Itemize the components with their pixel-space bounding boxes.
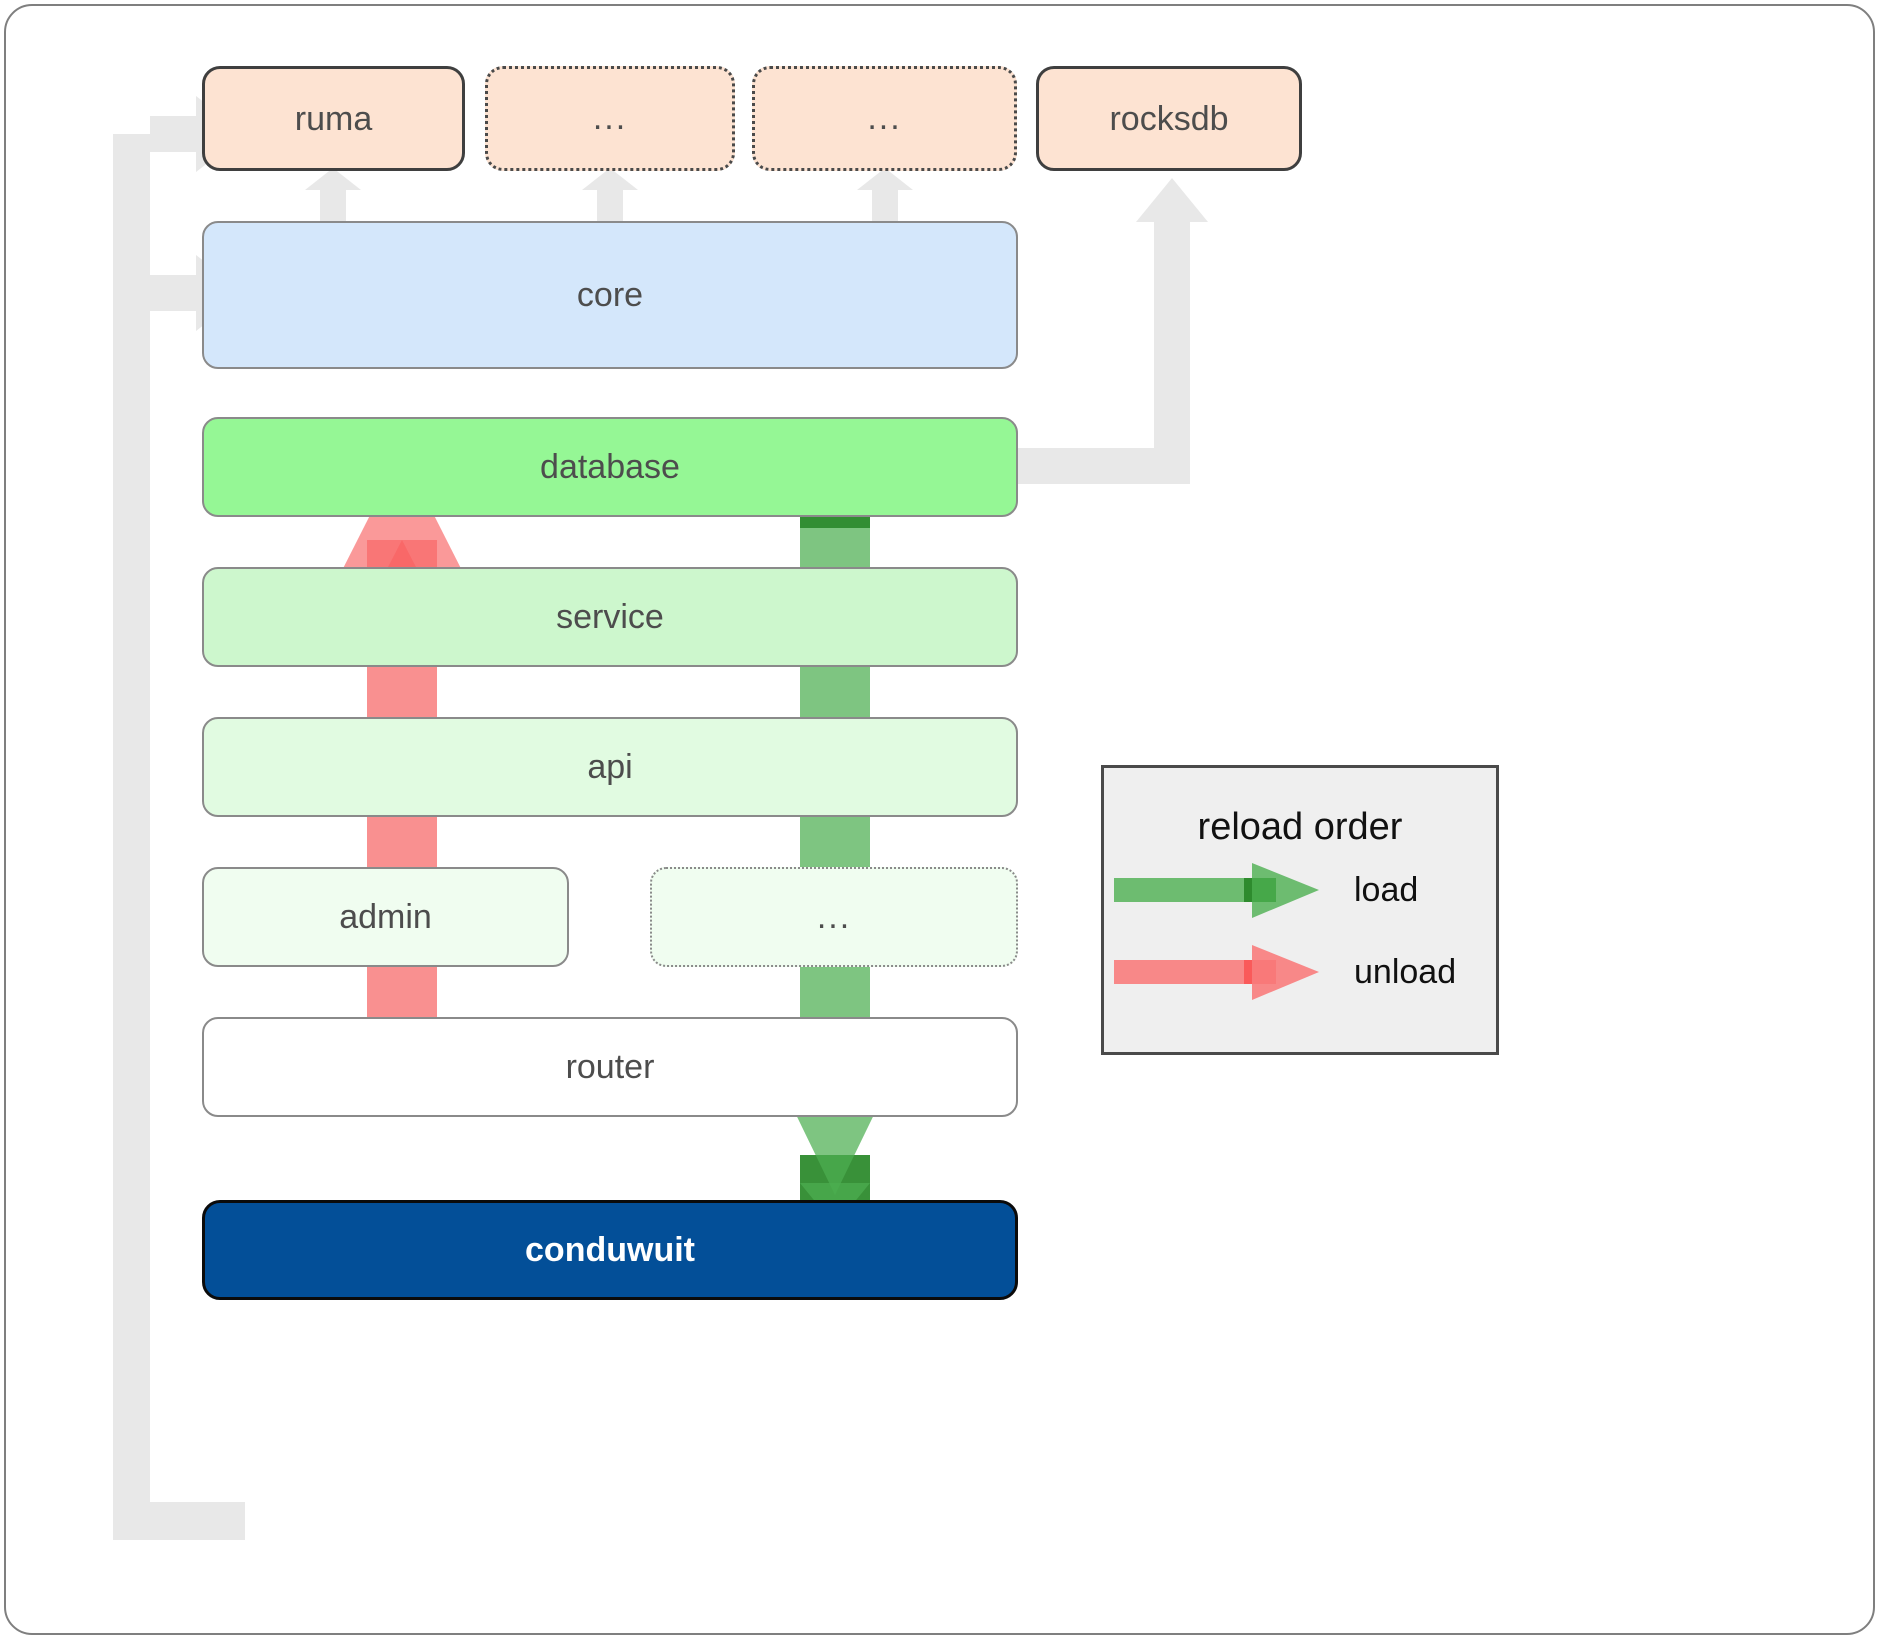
layer-node-core[interactable]: core bbox=[202, 221, 1018, 369]
layer-label-router: router bbox=[565, 1048, 655, 1086]
crate-node-ellipsis-2[interactable]: ... bbox=[752, 66, 1017, 171]
layer-node-service[interactable]: service bbox=[202, 567, 1018, 667]
legend-arrow-svg bbox=[1114, 863, 1319, 1000]
layer-label-api: api bbox=[587, 748, 633, 786]
crate-node-ellipsis-1[interactable]: ... bbox=[485, 66, 735, 171]
crate-label-ellipsis-1: ... bbox=[592, 99, 628, 137]
legend-load-arrow-icon bbox=[1114, 863, 1319, 918]
layer-node-api[interactable]: api bbox=[202, 717, 1018, 817]
crate-node-rocksdb[interactable]: rocksdb bbox=[1036, 66, 1302, 171]
legend-panel: reload order load unload bbox=[1101, 765, 1499, 1055]
crate-label-ruma: ruma bbox=[294, 99, 373, 138]
layer-label-ellipsis-3: ... bbox=[816, 897, 852, 936]
layer-label-service: service bbox=[556, 598, 664, 636]
legend-unload-arrow-icon bbox=[1114, 945, 1319, 1000]
legend-label-load: load bbox=[1354, 871, 1419, 909]
binary-node-conduwuit[interactable]: conduwuit bbox=[202, 1200, 1018, 1300]
layer-node-router[interactable]: router bbox=[202, 1017, 1018, 1117]
layer-node-admin[interactable]: admin bbox=[202, 867, 569, 967]
layer-node-ellipsis-3[interactable]: ... bbox=[650, 867, 1018, 967]
crate-label-rocksdb: rocksdb bbox=[1109, 99, 1229, 138]
crate-label-ellipsis-2: ... bbox=[867, 99, 902, 137]
layer-node-database[interactable]: database bbox=[202, 417, 1018, 517]
layer-label-core: core bbox=[576, 276, 644, 314]
legend-label-unload: unload bbox=[1354, 953, 1457, 991]
legend-title: reload order bbox=[1197, 806, 1403, 848]
layer-label-admin: admin bbox=[339, 898, 432, 936]
layer-label-database: database bbox=[540, 448, 680, 486]
crate-node-ruma[interactable]: ruma bbox=[202, 66, 465, 171]
binary-label-conduwuit: conduwuit bbox=[525, 1231, 695, 1269]
